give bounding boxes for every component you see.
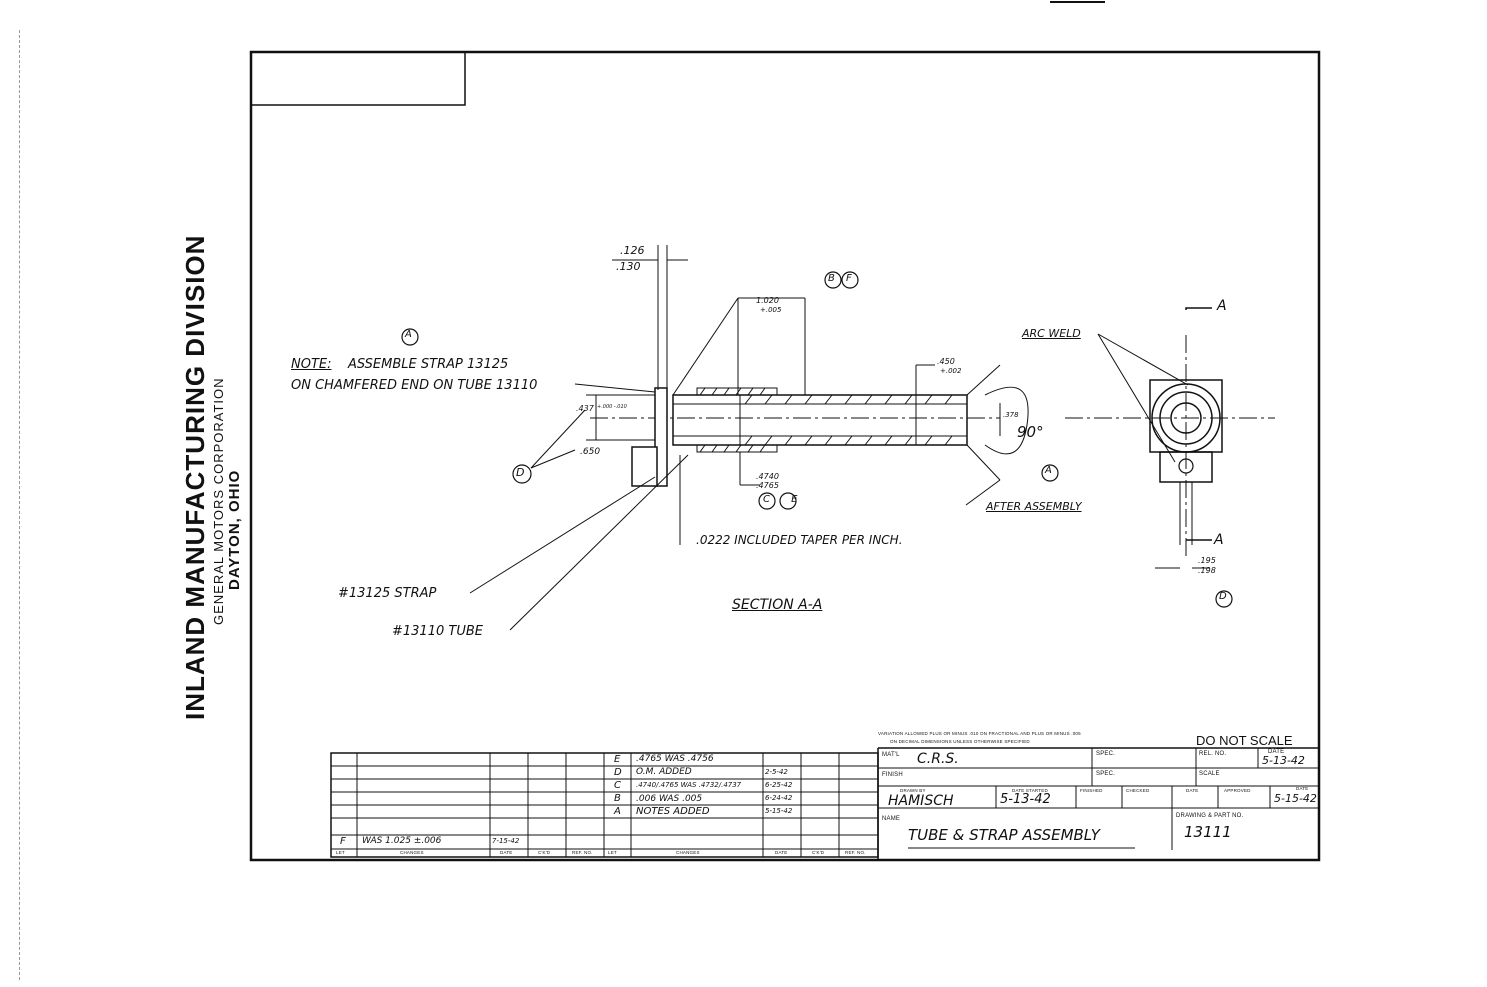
name-value: TUBE & STRAP ASSEMBLY <box>908 826 1100 844</box>
rev-header-ckd-right: C'K'D <box>812 850 825 855</box>
rev-f-date: 7-15-42 <box>492 837 520 845</box>
sheet-edge <box>19 30 22 980</box>
rev-c-date: 6-25-42 <box>765 781 793 789</box>
section-label: SECTION A-A <box>732 597 823 613</box>
dim-right-bottom: .198 <box>1198 566 1216 575</box>
finished-label: FINISHED <box>1080 788 1103 793</box>
date2-label: DATE <box>1296 786 1309 791</box>
rev-header-date-left: DATE <box>500 850 513 855</box>
circle-a-right: A <box>1045 465 1052 476</box>
dim-height-top: .437 <box>576 404 594 413</box>
rev-e-let: E <box>614 754 621 765</box>
note-line-2: ON CHAMFERED END ON TUBE 13110 <box>291 378 538 393</box>
rev-d-change: O.M. ADDED <box>636 767 692 777</box>
spec2-label: SPEC. <box>1096 771 1116 777</box>
rev-b-let: B <box>614 793 621 804</box>
dim-flange-bottom: .130 <box>616 260 641 273</box>
rev-header-ckd-left: C'K'D <box>538 850 551 855</box>
part-no-label: DRAWING & PART NO. <box>1176 813 1244 819</box>
rev-f-change: WAS 1.025 ±.006 <box>362 836 442 846</box>
dim-small-bottom: .4765 <box>756 481 779 490</box>
end-view <box>1065 307 1275 569</box>
matl-label: MAT'L <box>882 752 900 758</box>
rev-header-changes-right: CHANGES <box>676 850 700 855</box>
date-value-top: 5-13-42 <box>1262 754 1305 767</box>
rev-a-let: A <box>614 806 621 817</box>
rev-d-let: D <box>614 767 622 778</box>
strap-callout: #13125 STRAP <box>338 586 437 601</box>
rev-header-ref-left: REF. NO. <box>572 850 593 855</box>
dim-bore-bottom: +.005 <box>760 306 782 314</box>
dimension-lines <box>586 245 1029 486</box>
rev-header-let-right: LET <box>608 850 617 855</box>
circle-a-top: A <box>405 329 412 340</box>
tube-body <box>672 387 968 453</box>
rel-no-label: REL. NO. <box>1199 751 1227 757</box>
dim-od-top: .450 <box>937 357 955 366</box>
circle-markers <box>401 271 1233 608</box>
dim-height-tol: +.000 -.010 <box>597 404 627 410</box>
revision-grid <box>330 752 879 858</box>
dim-od-bottom: +.002 <box>940 367 962 375</box>
rev-e-change: .4765 WAS .4756 <box>636 754 714 764</box>
dim-right-top: .195 <box>1198 556 1216 565</box>
checked-label: CHECKED <box>1126 788 1150 793</box>
arc-weld-label: ARC WELD <box>1022 327 1081 340</box>
rev-header-let-left: LET <box>336 850 345 855</box>
strap-tab <box>631 446 658 487</box>
dim-bore-top: 1.020 <box>756 296 779 305</box>
section-marker-bottom: A <box>1214 532 1224 548</box>
circles-ce: C E <box>763 494 807 505</box>
rev-a-date: 5-15-42 <box>765 807 793 815</box>
rev-b-date: 6-24-42 <box>765 794 793 802</box>
after-assembly-label: AFTER ASSEMBLY <box>986 500 1082 513</box>
scale-label: SCALE <box>1199 771 1220 777</box>
approved-label: APPROVED <box>1224 788 1251 793</box>
rev-header-date-right: DATE <box>775 850 788 855</box>
rev-header-changes-left: CHANGES <box>400 850 424 855</box>
tolerance-note-2: ON DECIMAL DIMENSIONS UNLESS OTHERWISE S… <box>890 739 1030 744</box>
do-not-scale: DO NOT SCALE <box>1196 733 1293 748</box>
circles-bf: B F <box>828 273 856 284</box>
matl-value: C.R.S. <box>917 751 959 767</box>
drawing-border <box>249 50 1321 862</box>
date-started-value: 5-13-42 <box>1000 792 1051 807</box>
dim-offset: .650 <box>580 447 601 457</box>
dim-small-top: .4740 <box>756 472 779 481</box>
circle-d-right: D <box>1219 591 1227 602</box>
rev-c-let: C <box>614 780 621 791</box>
dim-flange-top: .126 <box>620 244 645 257</box>
leader-lines <box>469 333 1189 631</box>
rev-a-change: NOTES ADDED <box>636 806 710 817</box>
rev-b-change: .006 WAS .005 <box>636 794 703 804</box>
note-line-1: ASSEMBLE STRAP 13125 <box>348 357 509 372</box>
tube-hatching <box>699 387 953 453</box>
finish-label: FINISH <box>882 772 903 778</box>
circle-d-left: D <box>516 466 525 479</box>
date2-value: 5-15-42 <box>1274 792 1317 805</box>
tolerance-note: VARIATION ALLOWED PLUS OR MINUS .010 ON … <box>878 731 1081 736</box>
rev-d-date: 2-5-42 <box>765 768 788 776</box>
name-label: NAME <box>882 816 901 822</box>
dim-end: .378 <box>1003 411 1019 419</box>
taper-note: .0222 INCLUDED TAPER PER INCH. <box>696 533 903 547</box>
date-label-top: DATE <box>1268 749 1285 755</box>
rev-c-change: .4740/.4765 WAS .4732/.4737 <box>636 781 742 789</box>
date-label: DATE <box>1186 788 1199 793</box>
section-marker-top: A <box>1217 298 1227 314</box>
rev-header-ref-right: REF. NO. <box>845 850 866 855</box>
dim-angle: 90° <box>1017 423 1044 441</box>
strap-plate <box>654 387 668 487</box>
top-left-box <box>250 51 466 106</box>
rev-f-let: F <box>340 836 346 847</box>
part-no-value: 13111 <box>1184 823 1232 841</box>
note-label: NOTE: <box>291 357 332 372</box>
drawn-by-value: HAMISCH <box>888 793 954 809</box>
tube-callout: #13110 TUBE <box>392 624 483 639</box>
date-started-label: DATE STARTED <box>1012 788 1048 793</box>
spec-label: SPEC. <box>1096 751 1116 757</box>
drawn-by-label: DRAWN BY <box>900 788 926 793</box>
